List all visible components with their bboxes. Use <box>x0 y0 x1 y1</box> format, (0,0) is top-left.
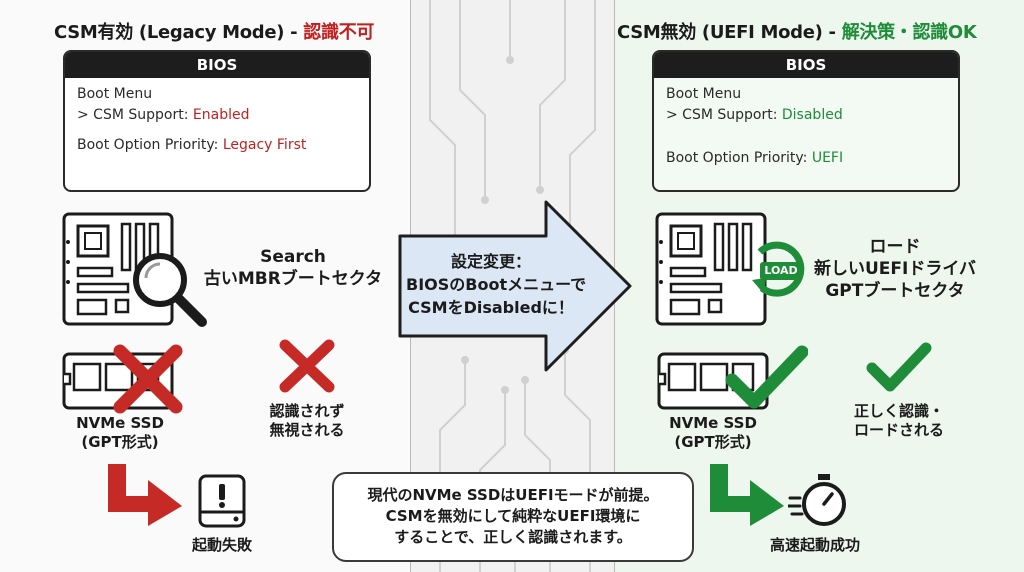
recognized-label: 正しく認識・ ロードされる <box>853 402 944 439</box>
check-icon <box>725 345 808 409</box>
stopwatch-icon <box>788 474 846 526</box>
load-badge: LOAD <box>760 262 802 280</box>
summary-callout: 現代のNVMe SSDはUEFIモードが前提。 CSMを無効にして純粋なUEFI… <box>332 472 694 562</box>
legacy-heading-status: 認識不可 <box>303 22 375 43</box>
uefi-heading-status: 解決策・認識OK <box>841 22 977 43</box>
ssd-label: NVMe SSD (GPT形式) <box>76 414 164 451</box>
callout-line: することで、正しく認識されます。 <box>394 528 632 546</box>
boot-priority-value: UEFI <box>811 150 844 166</box>
search-label: Search 古いMBRブートセクタ <box>203 247 383 289</box>
boot-menu-label: Boot Menu <box>77 86 153 102</box>
legacy-heading: CSM有効 (Legacy Mode) - 認識不可 <box>54 22 375 43</box>
csm-support-line: > CSM Support: Enabled <box>77 107 250 123</box>
arrow-instruction-text: 設定変更： BIOSのBootメニューで CSMをDisabledに！ <box>406 252 587 317</box>
boot-menu-label: Boot Menu <box>666 86 742 102</box>
legacy-bios-box: BIOS Boot Menu > CSM Support: Enabled Bo… <box>63 50 371 192</box>
magnifier-icon <box>133 253 207 327</box>
check-icon <box>866 342 932 392</box>
csm-support-value: Disabled <box>781 107 843 123</box>
csm-support-value: Enabled <box>192 107 250 123</box>
callout-line: CSMを無効にして純粋なUEFI環境に <box>385 507 641 525</box>
arrow-icon <box>108 464 182 526</box>
cross-icon <box>279 339 335 393</box>
fast-boot-label: 高速起動成功 <box>769 536 860 554</box>
bios-title: BIOS <box>65 52 369 78</box>
csm-support-line: > CSM Support: Disabled <box>666 107 843 123</box>
big-arrow-icon <box>398 200 632 372</box>
boot-fail-label: 起動失敗 <box>191 536 252 554</box>
uefi-heading: CSM無効 (UEFI Mode) - 解決策・認識OK <box>617 22 977 43</box>
boot-priority-line: Boot Option Priority: UEFI <box>666 150 844 166</box>
load-label: ロード 新しいUEFIドライバ GPTブートセクタ <box>813 237 976 301</box>
drive-error-icon <box>198 474 246 528</box>
uefi-bios-box: BIOS Boot Menu > CSM Support: Disabled B… <box>652 50 960 192</box>
ssd-label: NVMe SSD (GPT形式) <box>669 414 757 451</box>
boot-priority-value: Legacy First <box>222 137 307 153</box>
callout-line: 現代のNVMe SSDはUEFIモードが前提。 <box>367 486 659 504</box>
bios-title: BIOS <box>654 52 958 78</box>
not-recognized-label: 認識されず 無視される <box>269 402 345 439</box>
cross-icon <box>113 344 183 414</box>
boot-priority-line: Boot Option Priority: Legacy First <box>77 137 307 153</box>
arrow-icon <box>710 464 784 526</box>
